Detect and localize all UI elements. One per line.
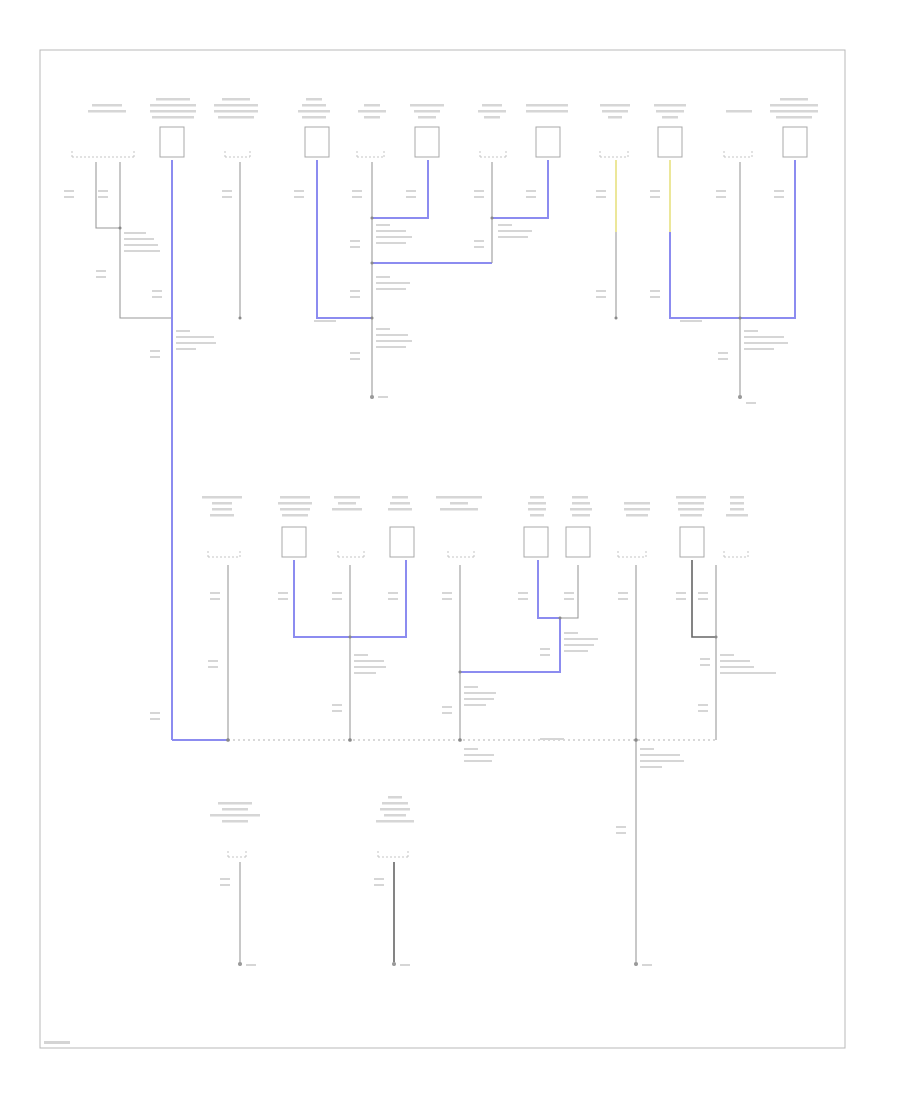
diagram-frame bbox=[39, 49, 846, 1049]
ground-point-bottom-1 bbox=[238, 962, 242, 966]
middle-connector-7 bbox=[565, 526, 591, 558]
bottom-wire-spec-labels bbox=[220, 826, 652, 966]
ground-point-top-1 bbox=[370, 395, 374, 399]
wire-top-10-blue bbox=[669, 232, 740, 319]
top-connector-2 bbox=[159, 126, 185, 158]
middle-pin-headers bbox=[207, 550, 749, 558]
middle-connector-4 bbox=[389, 526, 415, 558]
middle-wire-spec-labels bbox=[150, 592, 776, 768]
bottom-component-group bbox=[210, 796, 652, 966]
middle-connector-6 bbox=[523, 526, 549, 558]
wire-top-1 bbox=[95, 162, 120, 229]
top-connector-4 bbox=[304, 126, 330, 158]
middle-connector-2 bbox=[281, 526, 307, 558]
wire-top-12-blue bbox=[740, 160, 796, 319]
wire-top-4-blue bbox=[316, 160, 372, 319]
wire-mid-7 bbox=[560, 565, 579, 619]
ground-point-bottom-3 bbox=[634, 962, 638, 966]
wire-top-1b bbox=[119, 162, 172, 319]
ground-point-bottom-2 bbox=[392, 962, 396, 966]
wire-mid-2-blue bbox=[293, 560, 350, 638]
top-connector-10 bbox=[657, 126, 683, 158]
top-connector-6 bbox=[414, 126, 440, 158]
figure-code-mark bbox=[44, 1041, 70, 1044]
top-component-labels bbox=[88, 98, 818, 119]
wire-mid-9-dark bbox=[691, 560, 716, 638]
bottom-component-labels bbox=[210, 796, 414, 823]
middle-component-labels bbox=[202, 496, 748, 517]
wire-top-8-blue bbox=[492, 160, 549, 219]
wire-mid-4-blue bbox=[350, 560, 407, 638]
middle-connector-9 bbox=[679, 526, 705, 558]
top-component-group bbox=[64, 98, 818, 404]
ground-point-top-2 bbox=[738, 395, 742, 399]
middle-component-group bbox=[150, 496, 776, 962]
top-wire-spec-labels bbox=[64, 190, 788, 404]
top-pin-headers bbox=[71, 150, 753, 158]
top-connector-8 bbox=[535, 126, 561, 158]
top-connector-12 bbox=[782, 126, 808, 158]
wire-top-6-blue bbox=[372, 160, 429, 219]
bottom-pin-headers bbox=[227, 850, 409, 858]
